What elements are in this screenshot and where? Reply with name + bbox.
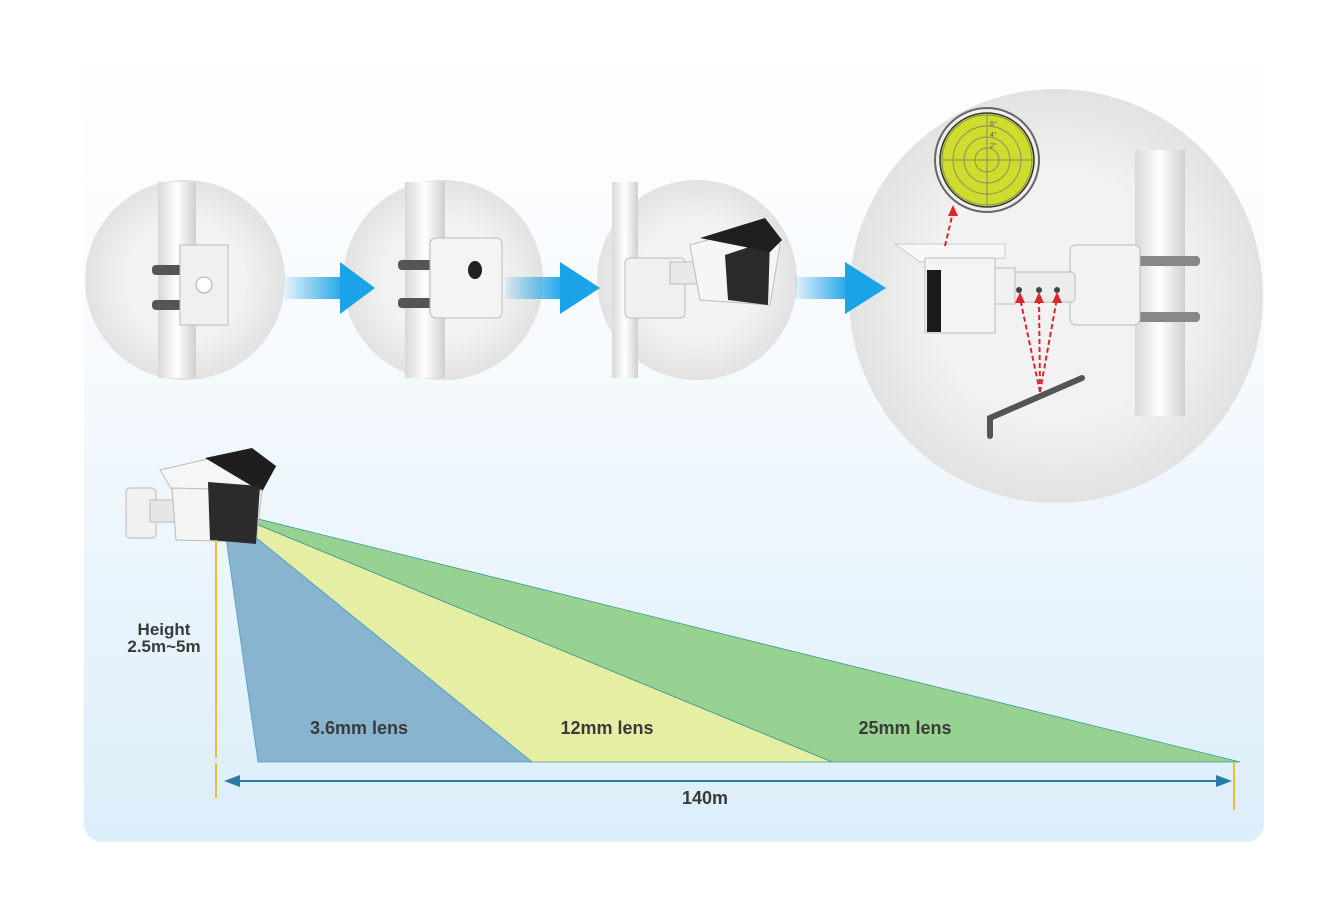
level-tick-6: 6° bbox=[990, 120, 997, 128]
arrow-icon-2 bbox=[505, 262, 600, 314]
height-label-title: Height bbox=[138, 620, 191, 639]
distance-label: 140m bbox=[682, 788, 728, 808]
lens-label-3.6mm: 3.6mm lens bbox=[310, 718, 408, 738]
allen-key-icon bbox=[987, 375, 1085, 439]
lens-label-25mm: 25mm lens bbox=[858, 718, 951, 738]
fov-3.6mm bbox=[221, 509, 534, 763]
distance-arrow-right bbox=[1216, 775, 1232, 787]
camera-illustration bbox=[125, 448, 277, 544]
distance-arrow-left bbox=[224, 775, 240, 787]
level-gauge: 2° 4° 6° bbox=[934, 107, 1040, 213]
step-2-junction-box bbox=[343, 180, 543, 380]
arrow-icon-3 bbox=[795, 262, 886, 314]
step-3-camera-mounted bbox=[597, 180, 797, 380]
level-tick-2: 2° bbox=[990, 142, 997, 150]
step-1-bracket bbox=[85, 180, 285, 380]
red-dashed-arrows bbox=[944, 211, 1058, 393]
height-label-range: 2.5m~5m bbox=[127, 637, 200, 656]
step-4-leveling-detail bbox=[849, 89, 1263, 503]
level-tick-4: 4° bbox=[990, 131, 997, 139]
lens-label-12mm: 12mm lens bbox=[560, 718, 653, 738]
arrow-icon-1 bbox=[285, 262, 375, 314]
